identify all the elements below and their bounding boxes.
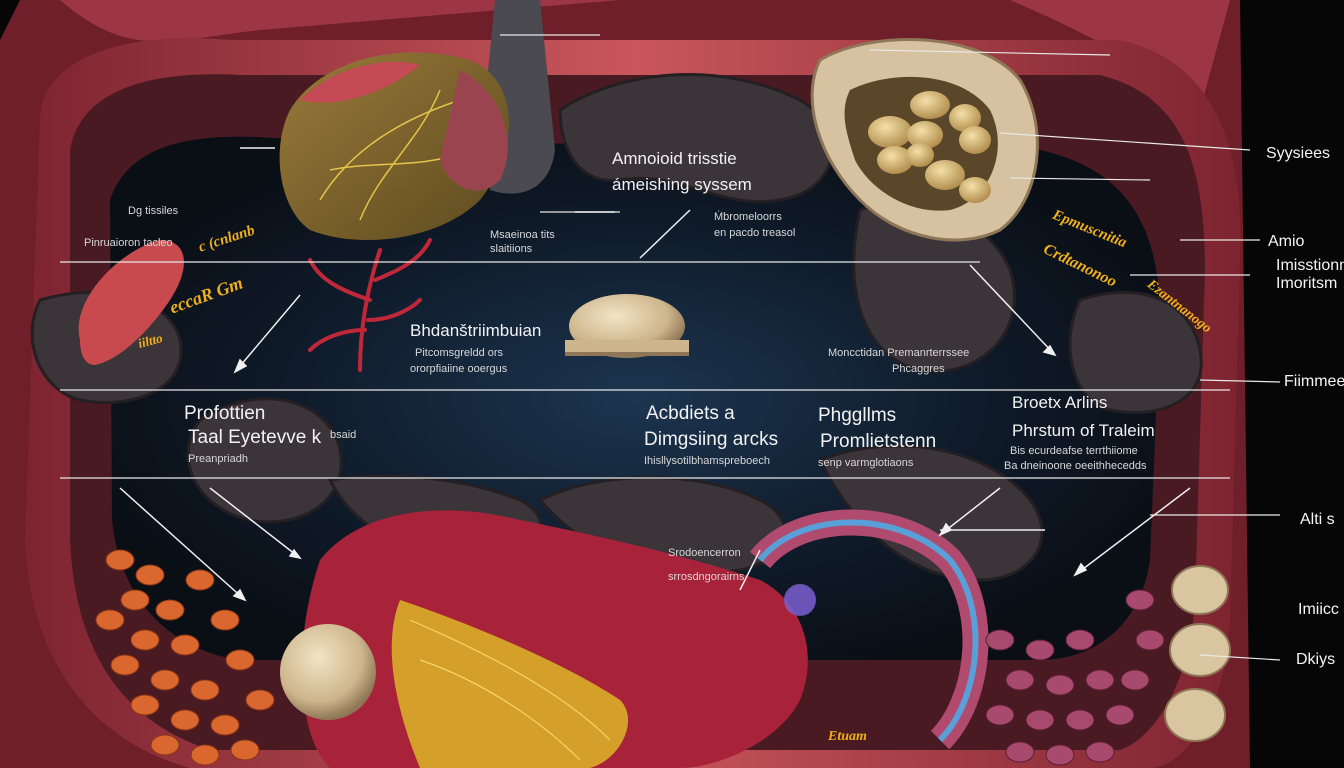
right-upper-sublabel-line1: Moncctidan Premanrterrssee <box>828 347 970 359</box>
right-mid-title-line2: Promlietstenn <box>820 431 937 452</box>
spine-segments <box>1164 565 1231 742</box>
left-top-sublabel-line1: Msaeinoa tits <box>490 229 555 241</box>
left-lower-title-line2: Taal Eyetevve k <box>188 427 322 448</box>
bottom-center-label-line2: srrosdngorairns <box>668 571 745 583</box>
center-subtitle-line2: en pacdo treasol <box>714 227 796 239</box>
center-mid-title-line2: Dimgsiing arcks <box>644 429 779 450</box>
edge-label-6: Imiicc <box>1298 601 1339 618</box>
bean-cluster <box>868 91 991 203</box>
right-lower-title-line2: Phrstum of Traleim <box>1012 421 1155 440</box>
center-title-line2: ámeishing syssem <box>612 175 752 194</box>
right-lower-title-line1: Broetx Arlins <box>1012 393 1108 412</box>
right-mid-sublabel: senp varmglotiaons <box>818 457 914 469</box>
edge-label-3a: Imisstionn <box>1276 257 1344 274</box>
fat-cluster-left <box>95 549 275 766</box>
bottom-center-label-line1: Srodoencerron <box>668 547 741 559</box>
kidney-organ <box>78 240 184 365</box>
center-mid-title-line1: Acbdiets a <box>646 403 735 424</box>
right-lower-sublabel-line2: Ba dneinoone oeeithhecedds <box>1004 460 1147 472</box>
edge-label-7: Dkiys <box>1296 651 1336 668</box>
left-lower-title-suffix: bsaid <box>330 429 357 441</box>
annotation-lines <box>60 34 1281 661</box>
center-title-line1: Amnoioid trisstie <box>612 149 737 168</box>
beige-ball <box>280 624 376 720</box>
fat-cluster-right <box>985 589 1165 766</box>
edge-label-2: Amio <box>1268 233 1305 250</box>
annotation-arrows <box>119 147 1191 602</box>
right-lower-sublabel-line1: Bis ecurdeafse terrthiiome <box>1010 445 1138 457</box>
left-top-sublabel-line2: slaitiions <box>490 243 533 255</box>
center-mid-sublabel: Ihisllysotilbhamspreboech <box>644 455 770 467</box>
left-mid-sublabel-line2: ororpfiaiine ooergus <box>410 363 508 375</box>
left-small-label-line1: Dg tissiles <box>128 205 179 217</box>
left-small-label-line2: Pinruaioron tacleo <box>84 237 173 249</box>
blood-vessels <box>308 238 432 372</box>
edge-label-5: Alti s <box>1300 511 1335 528</box>
right-mid-title-line1: Phggllms <box>818 405 897 426</box>
left-mid-title: Bhdanštriimbuian <box>410 321 542 340</box>
edge-label-3b: Imoritsm <box>1276 275 1338 292</box>
left-mid-sublabel-line1: Pitcomsgreldd ors <box>415 347 504 359</box>
edge-label-1: Syysiees <box>1266 145 1331 162</box>
left-lower-title-line1: Profottien <box>184 403 266 424</box>
right-upper-sublabel-line2: Phcaggres <box>892 363 945 375</box>
center-subtitle-line1: Ṁbromeloorrs <box>714 211 782 223</box>
edge-label-4: Fiimmee <box>1284 373 1344 390</box>
left-lower-sublabel: Preanpriadh <box>188 453 248 465</box>
bottom-orange-annotation: Etuam <box>828 729 867 744</box>
